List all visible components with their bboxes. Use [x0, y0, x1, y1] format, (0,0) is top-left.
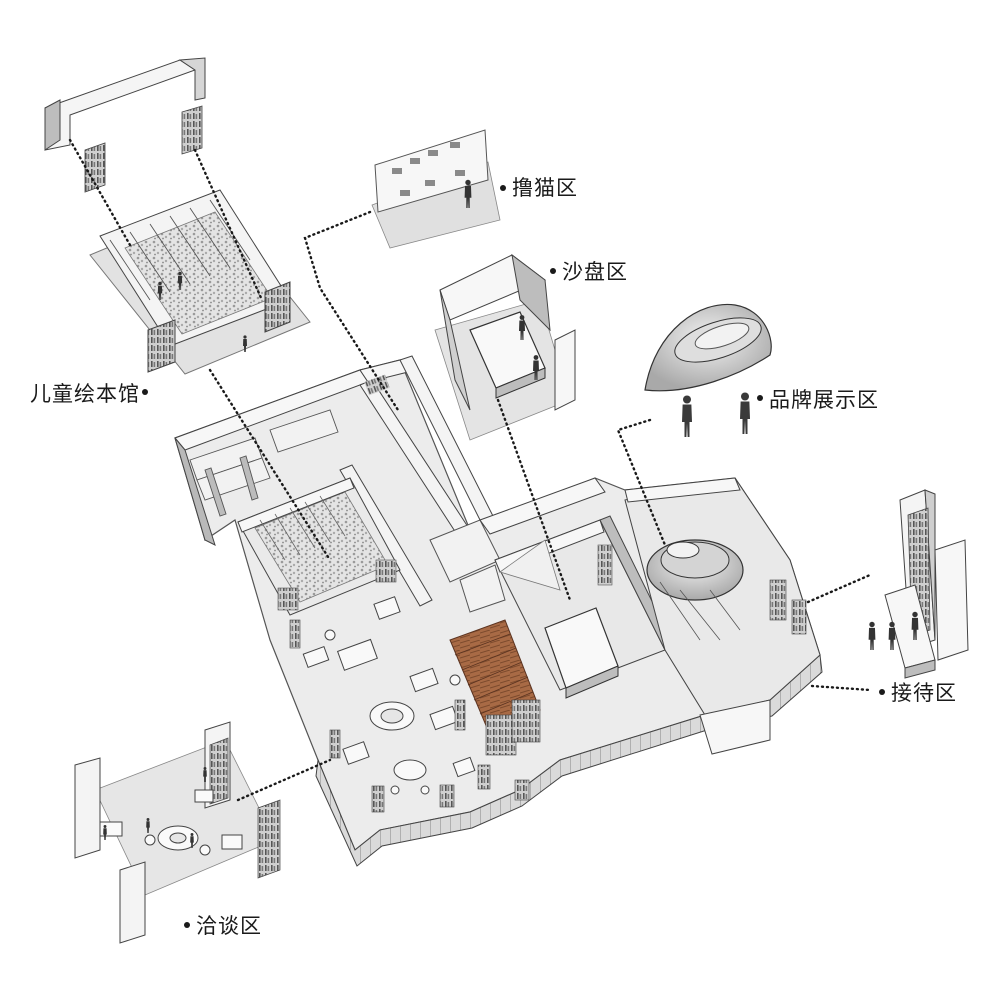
brand-display-room [624, 477, 821, 755]
cat-zone-block [371, 129, 501, 249]
glass-facade [315, 653, 823, 867]
label-cat-zone: 撸猫区 [512, 176, 578, 200]
wooden-staircase [449, 619, 541, 756]
label-negotiation: 洽谈区 [196, 914, 262, 938]
lounge-furniture [302, 596, 476, 795]
negotiation-block [74, 721, 281, 944]
label-sand-table: 沙盘区 [562, 260, 628, 284]
leader-lines [68, 138, 872, 802]
main-building [174, 355, 823, 867]
sand-table-block [434, 253, 576, 441]
label-brand-display: 品牌展示区 [769, 388, 879, 412]
reception-block [868, 489, 969, 679]
label-children-library: 儿童绘本馆 [30, 382, 140, 406]
library-gate [44, 57, 206, 193]
children-library-room [89, 189, 311, 375]
label-reception: 接待区 [891, 681, 957, 705]
brand-display-dome [644, 303, 772, 437]
